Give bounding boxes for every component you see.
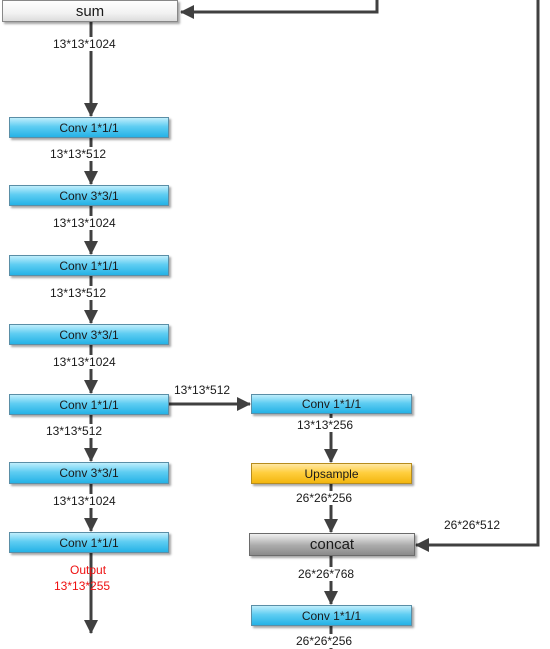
dim-label-conv4: 13*13*1024 bbox=[52, 355, 117, 369]
dim-label-conv3: 13*13*512 bbox=[49, 286, 108, 300]
skip-arrow-into-concat bbox=[415, 0, 540, 552]
conv-3x3-node-3: Conv 3*3/1 bbox=[9, 462, 169, 484]
conv-1x1-node-1: Conv 1*1/1 bbox=[9, 117, 169, 138]
dim-label-conv2: 13*13*1024 bbox=[52, 216, 117, 230]
conv-1x1-node-4: Conv 1*1/1 bbox=[9, 532, 169, 553]
dim-label-conv5: 13*13*512 bbox=[45, 424, 104, 438]
dim-label-conv-right-1: 13*13*256 bbox=[296, 418, 355, 432]
conv-1x1-right-node-2: Conv 1*1/1 bbox=[251, 605, 412, 626]
conv-1x1-node-2: Conv 1*1/1 bbox=[9, 255, 169, 276]
dim-label-concat: 26*26*768 bbox=[297, 567, 356, 581]
dim-label-conv6: 13*13*1024 bbox=[52, 494, 117, 508]
output-label: Output bbox=[70, 563, 107, 577]
concat-node: concat bbox=[249, 533, 415, 556]
conv-3x3-node-1: Conv 3*3/1 bbox=[9, 185, 169, 206]
dim-label-sum: 13*13*1024 bbox=[52, 37, 117, 51]
conv-3x3-node-2: Conv 3*3/1 bbox=[9, 324, 169, 345]
conv-1x1-right-node-1: Conv 1*1/1 bbox=[251, 394, 412, 414]
dim-label-branch: 13*13*512 bbox=[173, 383, 232, 397]
skip-arrow-into-sum bbox=[180, 0, 379, 19]
dim-label-conv-right-2: 26*26*256 bbox=[295, 634, 354, 648]
dim-label-skip: 26*26*512 bbox=[443, 518, 502, 532]
dim-label-upsample: 26*26*256 bbox=[295, 491, 354, 505]
output-dim-label: 13*13*255 bbox=[54, 579, 111, 593]
conv-1x1-node-3: Conv 1*1/1 bbox=[9, 394, 169, 415]
sum-node: sum bbox=[2, 0, 178, 22]
upsample-node: Upsample bbox=[251, 463, 412, 484]
dim-label-conv1: 13*13*512 bbox=[49, 147, 108, 161]
